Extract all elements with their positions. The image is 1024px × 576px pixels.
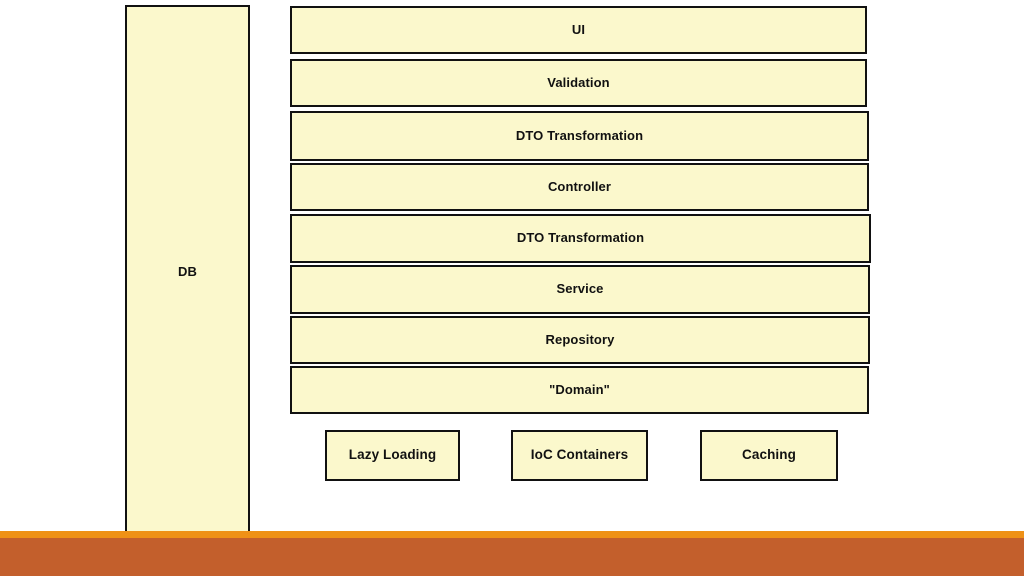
layer-box-repository[interactable]: Repository: [290, 316, 870, 364]
layer-label: Service: [556, 281, 604, 297]
concern-box-caching[interactable]: Caching: [700, 430, 838, 481]
layer-label: Validation: [547, 74, 610, 90]
concern-label: Caching: [742, 447, 796, 463]
layer-box-dto-transformation-upper[interactable]: DTO Transformation: [290, 111, 869, 161]
layer-box-service[interactable]: Service: [290, 265, 870, 314]
footer-accent-stripe: [0, 531, 1024, 538]
layer-label: "Domain": [549, 381, 610, 397]
layer-box-ui[interactable]: UI: [290, 6, 867, 54]
layer-box-controller[interactable]: Controller: [290, 163, 869, 211]
layer-box-domain[interactable]: "Domain": [290, 366, 869, 414]
concern-label: IoC Containers: [530, 447, 629, 463]
concern-label: Lazy Loading: [348, 447, 437, 463]
layer-box-dto-transformation-lower[interactable]: DTO Transformation: [290, 214, 871, 263]
layer-box-validation[interactable]: Validation: [290, 59, 867, 107]
layer-label: DTO Transformation: [516, 230, 645, 246]
concern-box-ioc-containers[interactable]: IoC Containers: [511, 430, 648, 481]
concern-box-lazy-loading[interactable]: Lazy Loading: [325, 430, 460, 481]
layer-label: Controller: [547, 178, 612, 194]
db-column[interactable]: DB: [125, 5, 250, 534]
layer-label: DTO Transformation: [515, 127, 644, 143]
layer-label: Repository: [545, 331, 615, 347]
footer-band: [0, 538, 1024, 576]
layer-label: UI: [571, 21, 586, 37]
db-column-label: DB: [178, 264, 197, 279]
